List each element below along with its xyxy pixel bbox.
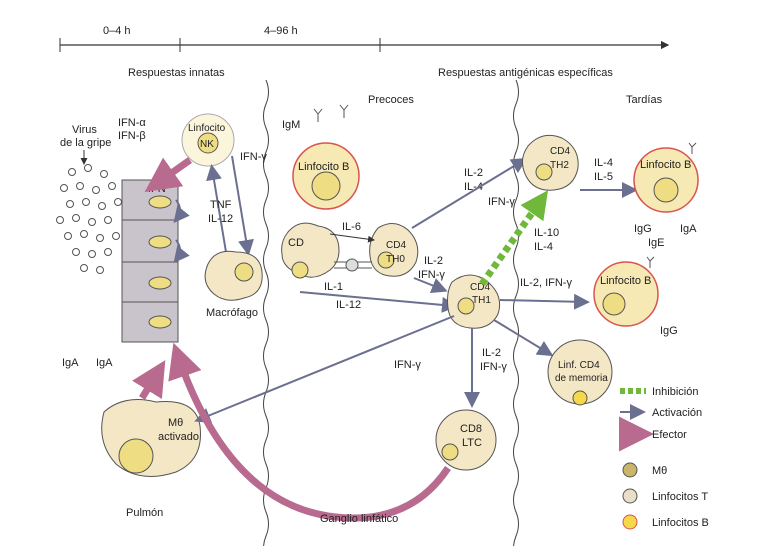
cd8-label-1: CD8	[460, 423, 482, 435]
il6-label: IL-6	[342, 221, 361, 233]
region-lung: Pulmón	[126, 507, 163, 519]
th0-to-th2-arrow	[411, 157, 528, 229]
igm-label: IgM	[282, 119, 300, 131]
iga-label-1: IgA	[62, 357, 79, 369]
ifn-gamma-mid-label: IFN-γ	[418, 269, 445, 281]
ifn-alpha-label: IFN-α	[118, 117, 146, 129]
cd4-th1-label-2: TH1	[472, 295, 491, 306]
legend-b-cells-swatch	[622, 514, 638, 530]
b-cell-late-2	[593, 256, 659, 327]
il1-label: IL-1	[324, 281, 343, 293]
activated-macrophage	[101, 399, 201, 477]
cd4-th2-label-1: CD4	[550, 146, 570, 157]
legend-macrophage-label: Mθ	[652, 465, 667, 477]
il4-upper-label: IL-4	[464, 181, 483, 193]
nk-cell	[181, 113, 235, 167]
ifn-beta-label: IFN-β	[118, 130, 146, 142]
tnf-label: TNF	[210, 199, 232, 211]
cd8-effector-arrow	[168, 342, 451, 522]
il6-arrow	[329, 233, 375, 243]
tnf-il12-arrow	[206, 164, 227, 253]
nk-to-epithelium-arrow	[144, 157, 193, 193]
legend-inhibition-label: Inhibición	[652, 386, 698, 398]
th1-to-activated-mac-arrow	[194, 315, 455, 423]
memory-label-1: Linf. CD4	[558, 360, 600, 371]
macrophage-label: Macrófago	[206, 307, 258, 319]
activated-mac-label-2: activado	[158, 431, 199, 443]
b-cell-late-2-label: Linfocito B	[600, 275, 651, 287]
ifn-gamma-mac-label: IFN-γ	[394, 359, 421, 371]
b-cell-early-label: Linfocito B	[298, 161, 349, 173]
iga-label-2: IgA	[96, 357, 113, 369]
macrophage	[204, 250, 263, 301]
virus-label-line2: de la gripe	[60, 137, 111, 149]
il5-late-label: IL-5	[594, 171, 613, 183]
cd-label: CD	[288, 237, 304, 249]
epithelium	[121, 179, 190, 343]
igg-label-2: IgG	[660, 325, 678, 337]
legend-t-cells-label: Linfocitos T	[652, 491, 708, 503]
divider-lung-node	[263, 79, 269, 546]
il2-ifn-gamma-label: IL-2, IFN-γ	[520, 277, 572, 289]
memory-label-2: de memoria	[555, 373, 608, 384]
cd4-th0-cell	[369, 223, 419, 277]
il12-mac-label: IL-12	[208, 213, 233, 225]
legend: Inhibición Activación Efector Mθ Linfoci…	[619, 386, 709, 530]
header-early: Precoces	[368, 94, 414, 106]
timeline: 0–4 h 4–96 h	[59, 25, 670, 52]
virus-label-line1: Virus	[72, 124, 97, 136]
cd-th0-synapse	[334, 258, 372, 272]
timeline-phase-2: 4–96 h	[264, 25, 298, 37]
cd4-th1-label-1: CD4	[470, 282, 490, 293]
ifn-gamma-cd8-label: IFN-γ	[480, 361, 507, 373]
b-cell-late-1-label: Linfocito B	[640, 159, 691, 171]
igg-label-1: IgG	[634, 223, 652, 235]
il1-il12-arrow	[299, 291, 458, 313]
legend-macrophage-swatch	[622, 462, 638, 478]
nk-label-line1: Linfocito	[188, 123, 226, 134]
legend-activation-label: Activación	[652, 407, 702, 419]
il4-inhib-label: IL-4	[534, 241, 553, 253]
divider-early-late	[513, 79, 519, 546]
legend-effector-label: Efector	[652, 429, 687, 441]
activated-mac-effector-arrow	[132, 360, 166, 400]
header-innate: Respuestas innatas	[128, 67, 225, 79]
th1-to-b-cell-arrow	[499, 293, 590, 310]
inhibition-arrow	[479, 190, 549, 287]
th1-to-memory-arrow	[493, 319, 554, 357]
il12-label: IL-12	[336, 299, 361, 311]
ifn-gamma-inhib-label: IFN-γ	[488, 196, 515, 208]
header-specific: Respuestas antigénicas específicas	[438, 67, 613, 79]
il2-mid-label: IL-2	[424, 255, 443, 267]
il2-cd8-label: IL-2	[482, 347, 501, 359]
th0-to-th1-arrow	[413, 277, 448, 293]
legend-t-cells-swatch	[622, 488, 638, 504]
cd8-label-2: LTC	[462, 437, 482, 449]
b-cell-early	[292, 142, 360, 210]
b-cell-late-1	[633, 142, 699, 213]
header-late: Tardías	[626, 94, 663, 106]
legend-b-cells-label: Linfocitos B	[652, 517, 709, 529]
cd4-th2-cell	[522, 134, 579, 191]
cd4-th2-label-2: TH2	[550, 160, 569, 171]
cd8-ltc-cell	[435, 409, 497, 471]
region-lymph-node: Ganglio linfático	[320, 513, 398, 525]
virus-particles	[56, 164, 122, 274]
ifn-gamma-nk-label: IFN-γ	[240, 151, 267, 163]
dendritic-cell	[281, 222, 340, 279]
iga-late-label: IgA	[680, 223, 697, 235]
ifn-gamma-nk-arrow	[231, 155, 254, 256]
il4-late-label: IL-4	[594, 157, 613, 169]
cd4-th0-label-1: CD4	[386, 240, 406, 251]
il2-upper-label: IL-2	[464, 167, 483, 179]
activated-mac-label-1: Mθ	[168, 417, 183, 429]
il10-label: IL-10	[534, 227, 559, 239]
nk-label-line2: NK	[200, 139, 214, 150]
cd4-th0-label-2: TH0	[386, 254, 405, 265]
timeline-phase-1: 0–4 h	[103, 25, 131, 37]
igm-antibodies	[313, 104, 349, 122]
memory-cd4-cell	[547, 339, 613, 406]
ige-label: IgE	[648, 237, 665, 249]
